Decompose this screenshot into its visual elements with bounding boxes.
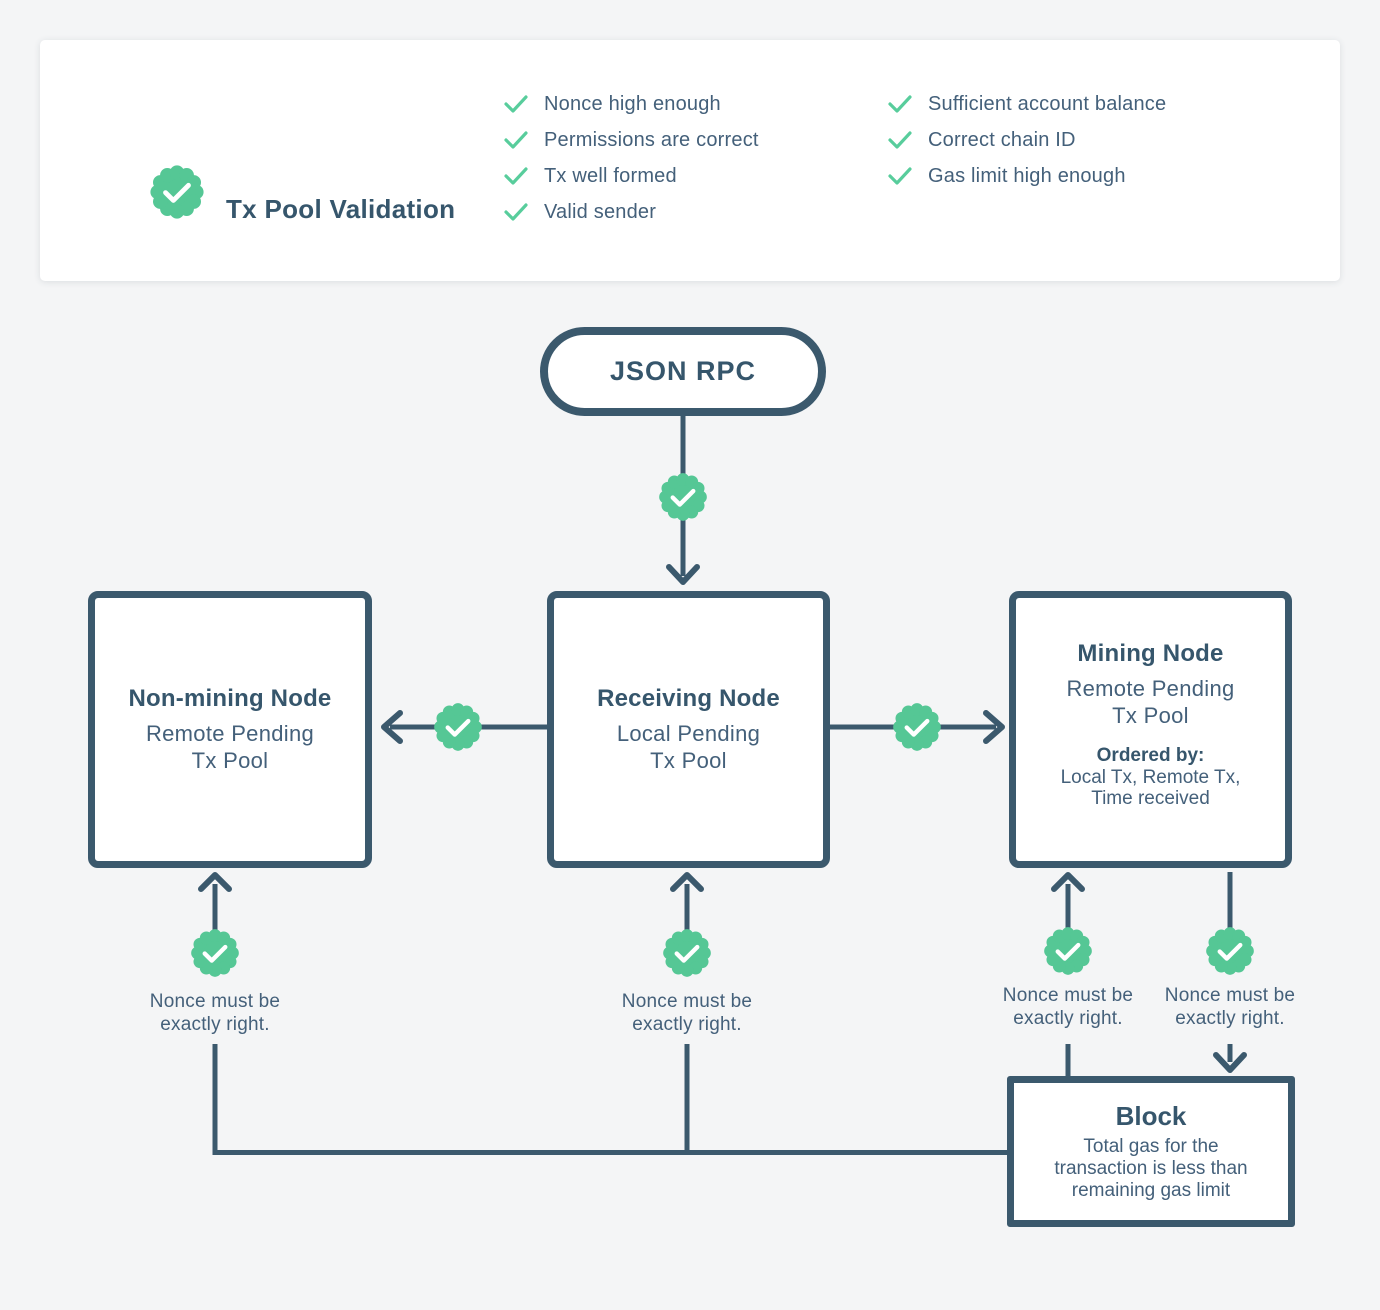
check-item: Gas limit high enough (888, 158, 1166, 194)
validation-badge-icon (148, 163, 206, 221)
check-item: Nonce high enough (504, 86, 759, 122)
node-subtitle-line: Tx Pool (650, 748, 727, 773)
nonce-note-line: exactly right. (1175, 1008, 1285, 1029)
node-title: Receiving Node (597, 685, 780, 712)
block-description-line: remaining gas limit (1071, 1180, 1231, 1201)
check-item-label: Valid sender (544, 200, 657, 223)
check-badge-icon (432, 701, 484, 753)
validation-card-title: Tx Pool Validation (226, 194, 456, 225)
json-rpc-node: JSON RPC (540, 327, 826, 416)
check-icon (888, 167, 912, 185)
block-description-line: Total gas for the (1083, 1136, 1219, 1157)
node-subtitle: Local Pending Tx Pool (617, 720, 760, 774)
nonce-note-line: Nonce must be (1002, 985, 1134, 1006)
nonce-note: Nonce must be exactly right. (1140, 984, 1320, 1030)
ordered-by-line: Local Tx, Remote Tx, (1060, 767, 1241, 788)
node-subtitle-line: Local Pending (616, 721, 761, 746)
ordered-by-label: Ordered by: (1096, 745, 1205, 766)
ordered-by-section: Ordered by: Local Tx, Remote Tx, Time re… (1061, 745, 1241, 809)
check-item: Permissions are correct (504, 122, 759, 158)
non-mining-node-box: Non-mining Node Remote Pending Tx Pool (88, 591, 372, 868)
check-badge-icon (661, 927, 713, 979)
check-badge-icon (1042, 925, 1094, 977)
node-title: Non-mining Node (128, 685, 332, 712)
check-badge-icon (657, 471, 709, 523)
check-item-label: Nonce high enough (544, 92, 721, 115)
validation-checklist-column-2: Sufficient account balance Correct chain… (888, 86, 1166, 194)
nonce-note-line: exactly right. (632, 1014, 742, 1035)
nonce-note-line: Nonce must be (149, 991, 281, 1012)
block-description-line: transaction is less than (1054, 1158, 1248, 1179)
check-item-label: Sufficient account balance (928, 92, 1167, 115)
node-subtitle-line: Tx Pool (1112, 703, 1189, 728)
check-item-label: Gas limit high enough (928, 164, 1126, 187)
check-item: Valid sender (504, 194, 759, 230)
nonce-note-line: exactly right. (160, 1014, 270, 1035)
receiving-node-box: Receiving Node Local Pending Tx Pool (547, 591, 830, 868)
check-icon (888, 95, 912, 113)
check-icon (504, 203, 528, 221)
nonce-note-line: Nonce must be (621, 991, 753, 1012)
nonce-note-line: Nonce must be (1164, 985, 1296, 1006)
json-rpc-label: JSON RPC (609, 356, 757, 386)
nonce-note: Nonce must be exactly right. (597, 990, 777, 1036)
block-description: Total gas for the transaction is less th… (1054, 1136, 1247, 1202)
node-subtitle-line: Remote Pending (1066, 676, 1235, 701)
check-item-label: Permissions are correct (544, 128, 759, 151)
node-subtitle: Remote Pending Tx Pool (146, 720, 314, 774)
ordered-by-line: Time received (1091, 788, 1210, 809)
check-item-label: Tx well formed (544, 164, 677, 187)
node-subtitle-line: Remote Pending (145, 721, 315, 746)
check-item: Correct chain ID (888, 122, 1166, 158)
node-subtitle-line: Tx Pool (191, 748, 269, 773)
check-icon (504, 167, 528, 185)
block-box: Block Total gas for the transaction is l… (1007, 1076, 1295, 1227)
validation-card: Tx Pool Validation Nonce high enough Per… (40, 40, 1340, 281)
check-badge-icon (189, 927, 241, 979)
check-item: Sufficient account balance (888, 86, 1166, 122)
nonce-note-line: exactly right. (1013, 1008, 1123, 1029)
node-title: Mining Node (1077, 640, 1224, 667)
nonce-note: Nonce must be exactly right. (125, 990, 305, 1036)
mining-node-box: Mining Node Remote Pending Tx Pool Order… (1009, 591, 1292, 868)
node-subtitle: Remote Pending Tx Pool (1066, 675, 1234, 729)
check-badge-icon (1204, 925, 1256, 977)
check-item: Tx well formed (504, 158, 759, 194)
check-item-label: Correct chain ID (928, 128, 1076, 151)
check-icon (504, 131, 528, 149)
nonce-note: Nonce must be exactly right. (978, 984, 1158, 1030)
block-title: Block (1115, 1101, 1187, 1131)
validation-checklist-column-1: Nonce high enough Permissions are correc… (504, 86, 759, 230)
check-icon (888, 131, 912, 149)
check-badge-icon (891, 701, 943, 753)
check-icon (504, 95, 528, 113)
